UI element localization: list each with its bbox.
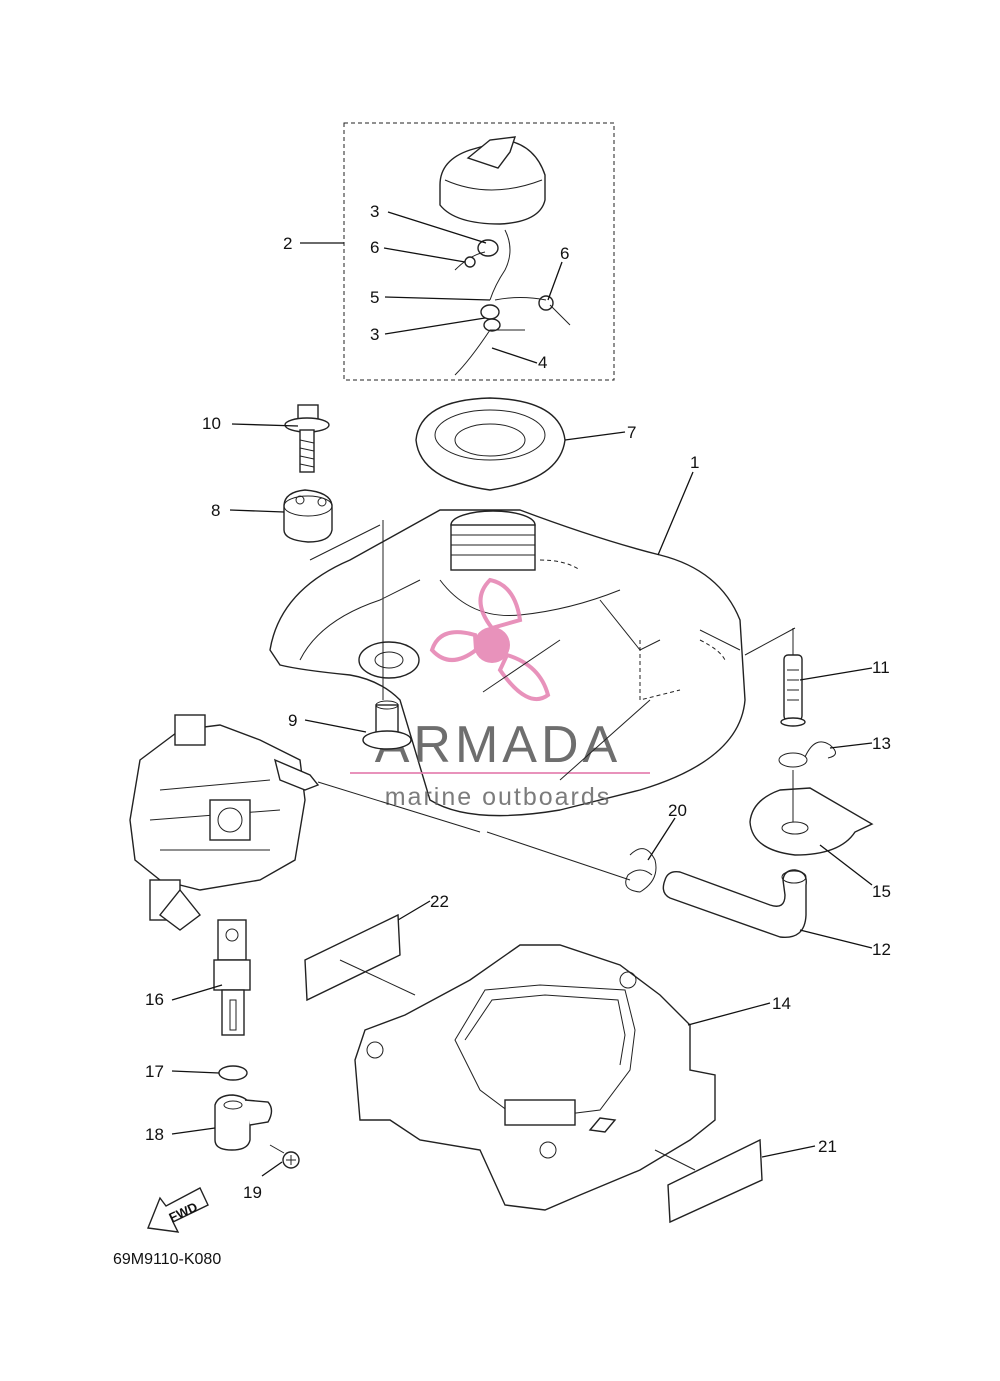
callout-8: 8 [211, 501, 220, 520]
propeller-icon [429, 577, 551, 701]
fuel-cock [213, 919, 251, 1036]
callout-10: 10 [202, 414, 221, 433]
label-part-21 [667, 1138, 763, 1224]
callout-5: 5 [370, 288, 379, 307]
fuel-hose [662, 869, 807, 939]
bolt-part-10 [284, 404, 330, 473]
callout-3b: 3 [370, 325, 379, 344]
fuel-cock-knob [214, 1094, 273, 1151]
callout-18: 18 [145, 1125, 164, 1144]
watermark-logo: ARMADA marine outboards [350, 577, 650, 811]
callout-17: 17 [145, 1062, 164, 1081]
callout-12: 12 [872, 940, 891, 959]
callout-3a: 3 [370, 202, 379, 221]
label-part-22 [304, 913, 401, 1002]
watermark-brand: ARMADA [375, 716, 621, 774]
callout-21: 21 [818, 1137, 837, 1156]
screw-part-19 [269, 1144, 300, 1169]
callout-16: 16 [145, 990, 164, 1009]
callout-20: 20 [668, 801, 687, 820]
callout-11: 11 [872, 658, 890, 677]
grommet-part-8 [283, 489, 333, 543]
callout-numbers: 1 2 3 3 4 5 6 6 7 8 9 10 11 12 13 14 15 … [145, 202, 891, 1202]
callout-6a: 6 [370, 238, 379, 257]
o-ring [218, 1065, 248, 1081]
carburetor [129, 714, 320, 931]
callout-9: 9 [288, 711, 297, 730]
diagram-code: 69M9110-K080 [113, 1251, 221, 1268]
callout-1: 1 [690, 453, 699, 472]
callout-7: 7 [627, 423, 636, 442]
forward-arrow-icon: FWD [147, 1187, 209, 1233]
watermark-tagline: marine outboards [385, 783, 612, 811]
callout-13: 13 [872, 734, 891, 753]
callout-6b: 6 [560, 244, 569, 263]
hose-clip-part-20 [625, 848, 657, 893]
callout-14: 14 [772, 994, 791, 1013]
callout-15: 15 [872, 882, 891, 901]
tank-seal-ring [415, 397, 566, 491]
callout-22: 22 [430, 892, 449, 911]
leader-lines [171, 211, 873, 1177]
callout-4: 4 [538, 353, 547, 372]
collar-part-9 [362, 700, 412, 750]
callout-2: 2 [283, 234, 292, 253]
tank-frame [354, 944, 716, 1211]
fuel-tank [269, 509, 746, 817]
filter-bracket [749, 787, 874, 856]
fuel-filter [780, 654, 806, 727]
hose-clip-part-13 [778, 741, 836, 768]
fuel-cap-assembly [343, 122, 615, 381]
callout-19: 19 [243, 1183, 262, 1202]
